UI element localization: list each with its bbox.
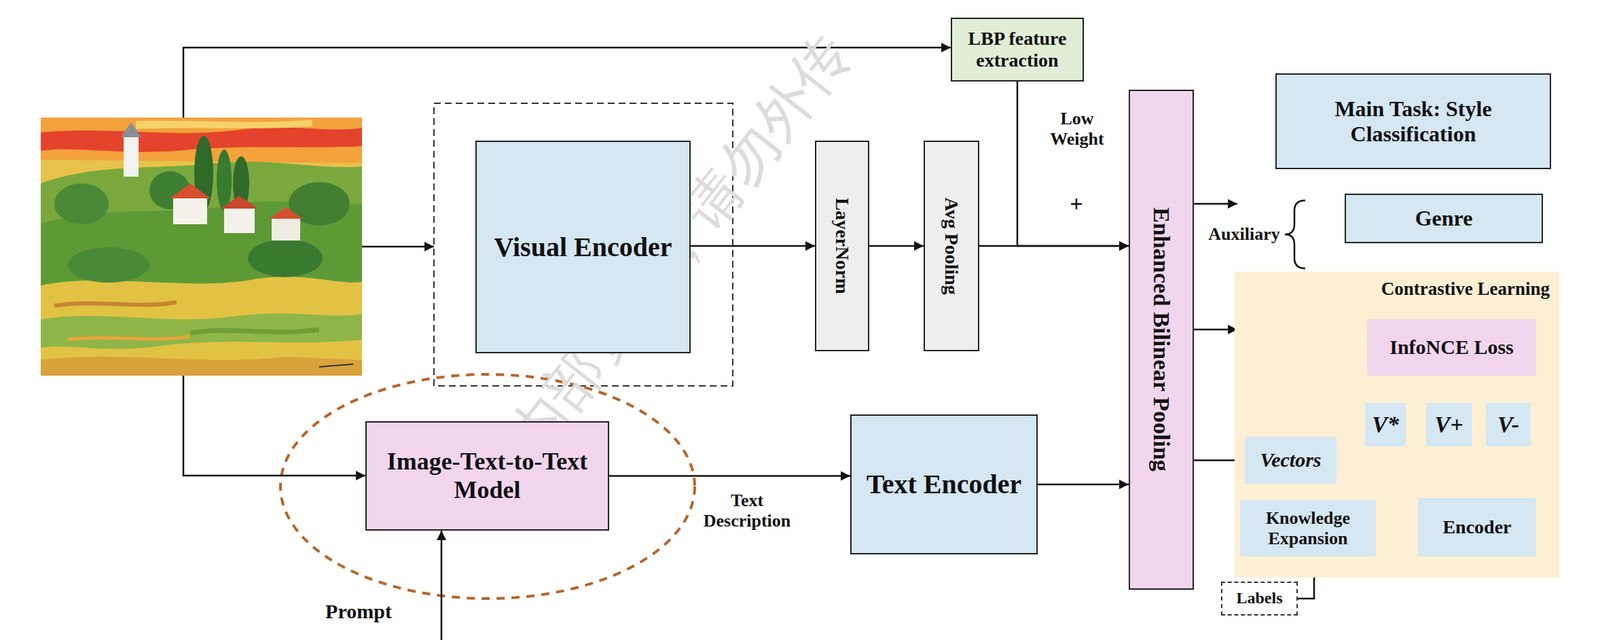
drawing-part <box>1193 328 1238 331</box>
edge-label: Text Description <box>689 490 805 532</box>
encoder-box: Text Encoder <box>850 414 1038 555</box>
process-box: Knowledge Expansion <box>1240 499 1376 557</box>
model-box: Image-Text-to-Text Model <box>365 421 610 531</box>
node-label: Text Encoder <box>866 468 1023 500</box>
highlight-ellipse <box>280 374 695 599</box>
node-label: V* <box>1371 410 1399 438</box>
input-label: Prompt <box>325 599 392 624</box>
drawing-part <box>220 195 259 209</box>
vector-box: Vectors <box>1244 436 1337 484</box>
node-label: V- <box>1497 410 1520 438</box>
node-label: Vectors <box>1260 448 1322 472</box>
connector-arrow <box>609 474 851 477</box>
drawing-part <box>67 247 150 283</box>
encoder-box: Visual Encoder <box>475 140 691 354</box>
vector-box: V- <box>1485 402 1531 447</box>
node-label: Knowledge Expansion <box>1245 507 1371 549</box>
drawing-part <box>1193 203 1238 206</box>
connector-arrow <box>1017 81 1129 246</box>
node-label: Visual Encoder <box>494 231 673 263</box>
feature-box: LBP feature extraction <box>950 17 1084 82</box>
node-label: V+ <box>1434 410 1463 438</box>
drawing-part <box>67 336 191 340</box>
vector-box: V+ <box>1426 402 1472 447</box>
operator-sign: + <box>1069 190 1083 217</box>
node-label: LayerNorm <box>831 197 853 295</box>
drawing-part <box>54 183 109 225</box>
fusion-box: Enhanced Bilinear Pooling <box>1128 89 1194 590</box>
task-box: Genre <box>1344 193 1543 244</box>
encoder-box: Encoder <box>1417 497 1537 557</box>
drawing-part <box>268 207 303 219</box>
drawing-part <box>40 117 362 376</box>
contrastive-region: Contrastive LearningInfoNCE LossV* V+ V- Ve… <box>1234 271 1560 578</box>
node-label: Enhanced Bilinear Pooling <box>1147 207 1175 472</box>
drawing-part <box>190 329 320 333</box>
drawing-part <box>440 530 443 640</box>
task-box: Main Task: Style Classification <box>1275 73 1552 170</box>
node-label: LBP feature extraction <box>957 27 1078 72</box>
drawing-part <box>319 364 354 367</box>
drawing-part <box>40 313 362 349</box>
node-label: Avg Pooling <box>940 196 963 295</box>
drawing-part <box>224 207 255 233</box>
layer-box: LayerNorm <box>814 140 870 352</box>
auxiliary-brace <box>1284 200 1306 269</box>
drawing-part <box>173 196 208 225</box>
loss-box: InfoNCE Loss <box>1367 319 1537 376</box>
vector-box: V* <box>1365 402 1406 447</box>
node-label: Main Task: Style Classification <box>1282 96 1545 147</box>
input-arrows <box>183 47 1238 640</box>
drawing-part <box>54 302 177 306</box>
region-title: Contrastive Learning <box>1381 278 1550 300</box>
group-label: Auxiliary <box>1208 224 1280 245</box>
node-label: Labels <box>1235 588 1283 608</box>
connector-arrow <box>869 245 924 248</box>
drawing-part <box>216 149 232 211</box>
edge-label: Low Weight <box>1036 108 1118 150</box>
node-label: Encoder <box>1442 516 1512 538</box>
drawing-part <box>120 122 142 138</box>
drawing-part <box>40 356 362 376</box>
node-label: Genre <box>1415 205 1474 231</box>
input-box: Labels <box>1221 581 1298 616</box>
drawing-part <box>247 239 323 278</box>
painting <box>40 117 362 376</box>
encoder-frame <box>433 103 733 386</box>
drawing-part <box>169 183 211 199</box>
node-label: Image-Text-to-Text Model <box>372 447 603 504</box>
drawing-part <box>271 217 301 241</box>
node-label: InfoNCE Loss <box>1389 335 1514 360</box>
connector-arrow <box>1037 483 1129 486</box>
drawing-part <box>123 135 139 177</box>
drawing-part <box>40 276 362 376</box>
drawing-part <box>135 119 313 130</box>
drawing-part <box>361 245 434 248</box>
layer-box: Avg Pooling <box>923 140 980 352</box>
drawing-part <box>183 375 366 476</box>
